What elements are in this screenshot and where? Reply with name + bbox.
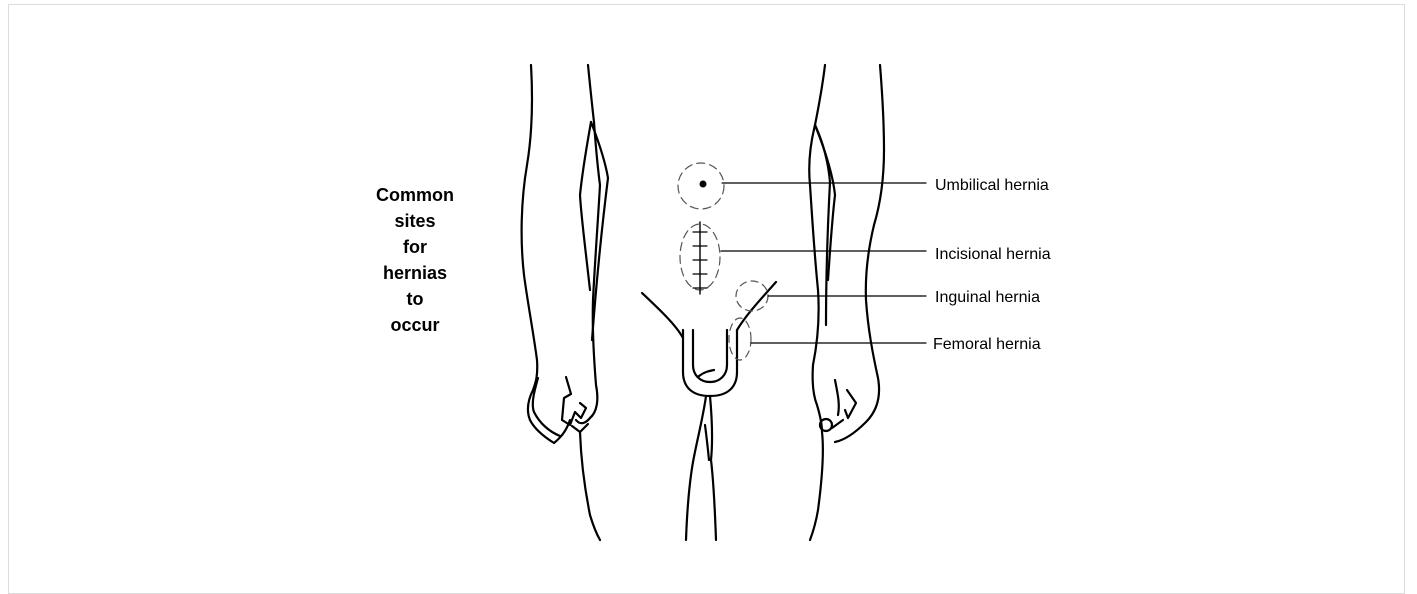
left-arm-outline: [522, 65, 608, 540]
femoral-label: Femoral hernia: [933, 336, 1041, 353]
inguinal-label: Inguinal hernia: [935, 289, 1040, 306]
label-leader-lines: [721, 183, 926, 343]
right-arm-outline: [809, 65, 884, 540]
umbilical-label: Umbilical hernia: [935, 177, 1049, 194]
incisional-label: Incisional hernia: [935, 246, 1051, 263]
groin-outline: [642, 282, 776, 540]
incisional-site-marker: [680, 222, 720, 294]
umbilical-site-marker: [678, 163, 724, 209]
